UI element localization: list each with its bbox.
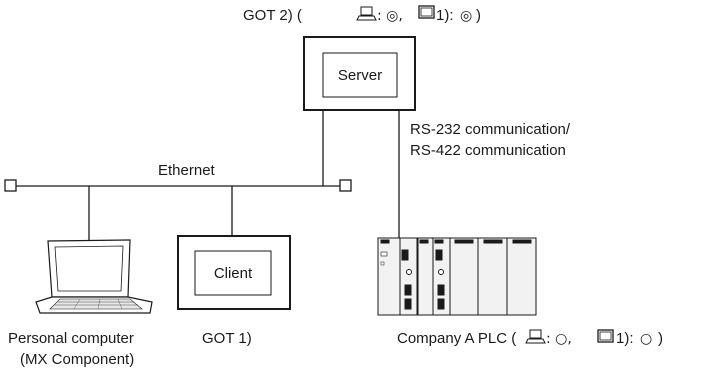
got2-caption-suffix: ) xyxy=(476,7,481,24)
got-panel-icon xyxy=(597,329,614,343)
plc-caption-suffix: ) xyxy=(658,330,663,347)
got2-laptop-mark-value: ◎ xyxy=(386,8,398,24)
got2-caption: GOT 2) ( xyxy=(243,7,302,24)
server-got-screen xyxy=(322,52,398,98)
plc-panel-mark: ○ xyxy=(640,331,652,347)
laptop-icon xyxy=(525,329,546,344)
got-panel-icon xyxy=(418,5,435,19)
server-screen-text: Server xyxy=(338,67,382,84)
laptop-icon xyxy=(35,239,153,314)
pc-caption-line2: (MX Component) xyxy=(20,351,134,368)
client-screen-text: Client xyxy=(214,265,253,282)
client-got-screen xyxy=(194,250,272,296)
got-client: Client GOT 1) xyxy=(177,235,291,347)
got-server: GOT 2) ( : ◎, 1): ◎ ) Server xyxy=(243,5,481,111)
got2-panel-mark: ◎ xyxy=(460,8,472,24)
got2-caption-prefix: GOT 2) ( xyxy=(243,7,302,24)
serial-label-line2: RS-422 communication xyxy=(410,142,566,159)
ethernet-network xyxy=(4,110,400,240)
got1-caption: GOT 1) xyxy=(202,330,252,347)
plc-panel-ref: 1): xyxy=(616,330,634,347)
network-terminator-icon xyxy=(4,179,17,192)
network-terminator-icon xyxy=(339,179,352,192)
serial-label-line1: RS-232 communication/ xyxy=(410,121,571,138)
plc-rack-icon xyxy=(377,237,537,316)
ethernet-label: Ethernet xyxy=(158,162,216,179)
pc-caption-line1: Personal computer xyxy=(8,330,134,347)
plc-caption-prefix: Company A PLC ( xyxy=(397,330,516,347)
got2-panel-ref: 1): xyxy=(436,7,454,24)
plc-laptop-mark: : ○, xyxy=(546,331,572,347)
plc-laptop-mark-value: ○ xyxy=(555,331,567,347)
laptop-icon xyxy=(356,6,377,21)
got2-laptop-mark: : ◎, xyxy=(377,8,403,24)
